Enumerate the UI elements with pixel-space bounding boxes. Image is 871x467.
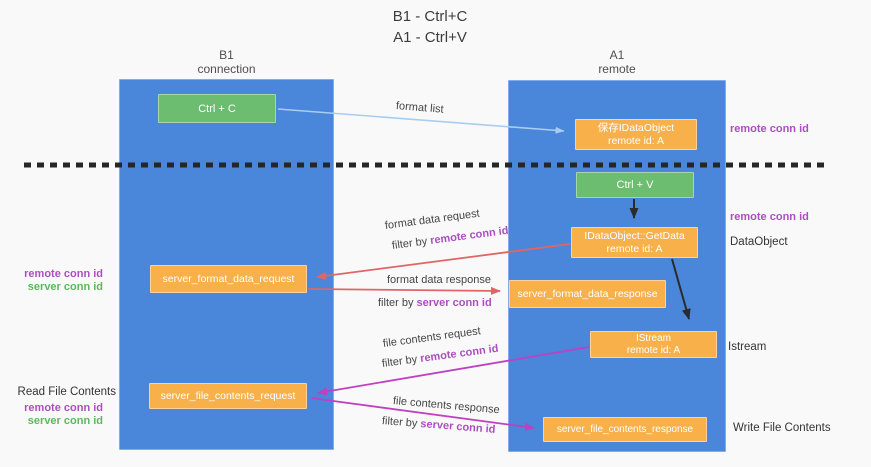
right-column-name: A1 xyxy=(609,48,625,62)
istream-node: IStream remote id: A xyxy=(590,331,717,358)
server-format-data-response-node: server_format_data_response xyxy=(509,280,666,308)
save-idataobject-line2: remote id: A xyxy=(607,134,665,147)
remote-conn-id-label-mid-right: remote conn id xyxy=(730,211,809,223)
ctrl-v-node: Ctrl + V xyxy=(576,172,694,198)
server-format-data-request-node: server_format_data_request xyxy=(150,265,307,293)
left-conn-id-stack-top: remote conn id server conn id xyxy=(3,268,103,294)
filter-server-conn-id-value: server conn id xyxy=(419,418,496,436)
diagram-title: B1 - Ctrl+C A1 - Ctrl+V xyxy=(130,6,730,48)
dataobject-label: DataObject xyxy=(730,236,788,248)
filter-remote-conn-id-value: remote conn id xyxy=(419,342,500,365)
ctrl-c-label: Ctrl + C xyxy=(198,102,236,115)
save-idataobject-node: 保存IDataObject remote id: A xyxy=(575,119,697,150)
remote-conn-id-label-bottom-left: remote conn id xyxy=(24,402,103,414)
istream-side-label: Istream xyxy=(728,341,767,353)
istream-line2: remote id: A xyxy=(626,344,681,356)
format-response-filter-label: filter by server conn id xyxy=(378,297,492,309)
ctrl-c-node: Ctrl + C xyxy=(158,94,276,123)
server-format-data-request-label: server_format_data_request xyxy=(162,272,295,285)
file-response-filter-label: filter by server conn id xyxy=(382,415,496,436)
right-column-role: remote xyxy=(598,62,636,76)
read-file-contents-label: Read File Contents xyxy=(17,386,116,398)
ctrl-v-label: Ctrl + V xyxy=(616,179,654,191)
server-file-contents-response-label: server_file_contents_response xyxy=(556,423,694,435)
filter-by-prefix: filter by xyxy=(381,353,421,370)
idataobject-getdata-line1: IDataObject::GetData xyxy=(584,229,685,242)
title-line-1: B1 - Ctrl+C xyxy=(392,8,468,25)
title-line-2: A1 - Ctrl+V xyxy=(393,29,467,46)
idataobject-getdata-line2: remote id: A xyxy=(606,242,663,255)
left-column-header: B1 connection xyxy=(119,48,334,76)
server-conn-id-label-top-left: server conn id xyxy=(27,281,103,293)
idataobject-getdata-node: IDataObject::GetData remote id: A xyxy=(571,227,698,258)
filter-server-conn-id-value: server conn id xyxy=(416,297,492,309)
filter-by-prefix: filter by xyxy=(378,297,417,309)
format-list-label: format list xyxy=(395,100,445,116)
server-format-data-response-label: server_format_data_response xyxy=(517,287,658,300)
format-data-response-arrow xyxy=(307,286,501,295)
left-column-role: connection xyxy=(197,62,256,76)
remote-conn-id-label-top-right: remote conn id xyxy=(730,123,809,135)
remote-conn-id-label-top-left: remote conn id xyxy=(24,268,103,280)
left-column-name: B1 xyxy=(219,48,234,62)
filter-remote-conn-id-value: remote conn id xyxy=(429,224,510,247)
save-idataobject-line1: 保存IDataObject xyxy=(597,121,675,134)
server-file-contents-request-node: server_file_contents_request xyxy=(149,383,307,409)
write-file-contents-label: Write File Contents xyxy=(733,422,831,434)
istream-line1: IStream xyxy=(635,332,671,344)
filter-by-prefix: filter by xyxy=(391,235,431,252)
left-conn-id-stack-bottom: remote conn id server conn id xyxy=(3,402,103,428)
server-file-contents-request-label: server_file_contents_request xyxy=(160,389,296,402)
server-file-contents-response-node: server_file_contents_response xyxy=(543,417,707,442)
filter-by-prefix: filter by xyxy=(381,415,421,431)
format-data-request-label: format data request xyxy=(384,207,481,232)
format-data-response-label: format data response xyxy=(387,274,491,286)
file-contents-response-label: file contents response xyxy=(392,395,501,417)
server-conn-id-label-bottom-left: server conn id xyxy=(27,415,103,427)
right-column-header: A1 remote xyxy=(508,48,726,76)
